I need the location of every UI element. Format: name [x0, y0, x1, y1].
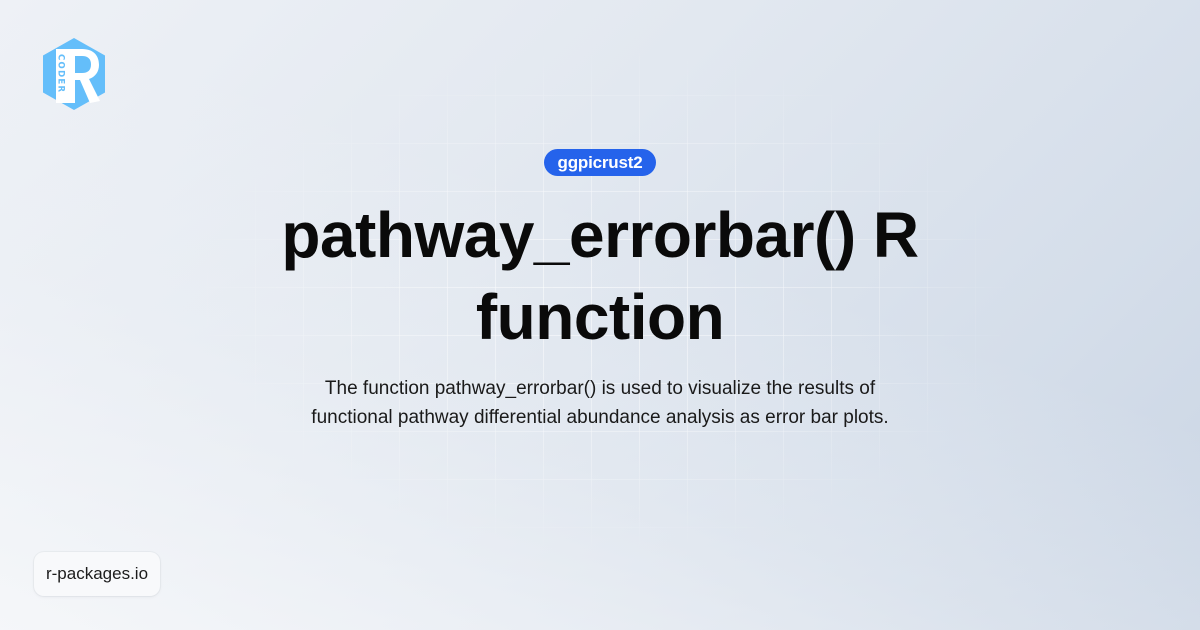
r-coder-logo-icon: CODER — [42, 37, 106, 111]
site-link[interactable]: r-packages.io — [34, 552, 160, 596]
page-title: pathway_errorbar() R function — [150, 194, 1050, 358]
function-description: The function pathway_errorbar() is used … — [311, 378, 889, 428]
title-line-2: function — [475, 281, 725, 353]
svg-text:CODER: CODER — [56, 54, 66, 93]
package-badge[interactable]: ggpicrust2 — [544, 149, 656, 176]
title-line-1: pathway_errorbar() R — [281, 199, 919, 271]
